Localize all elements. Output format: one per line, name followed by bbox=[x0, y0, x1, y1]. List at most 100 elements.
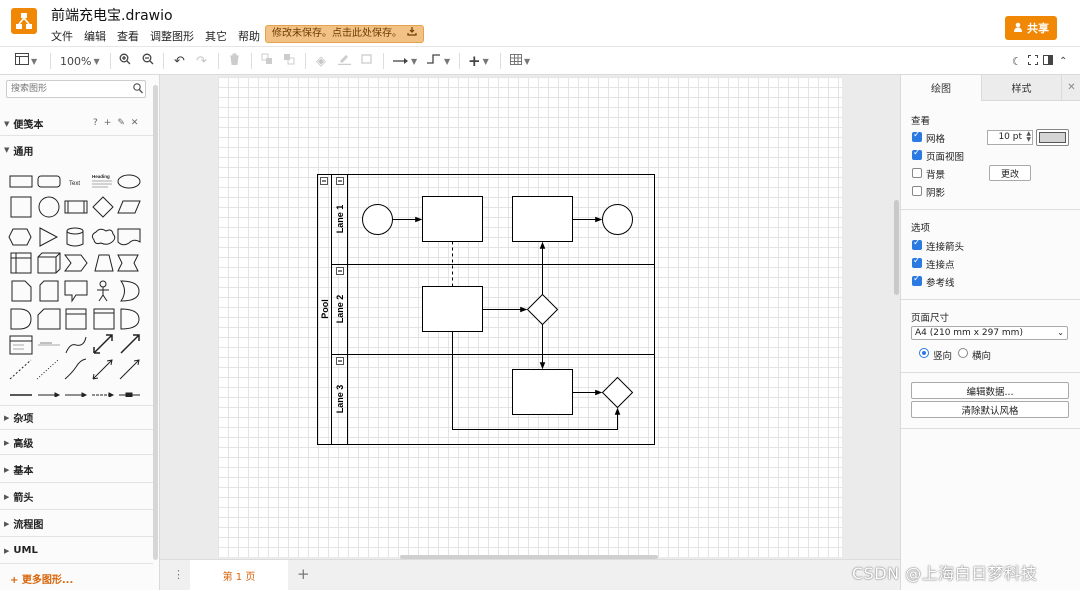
diagram-canvas[interactable]: Pool Lane 1 Lane 2 Lane 3 bbox=[160, 75, 900, 559]
callout-shape[interactable] bbox=[64, 280, 88, 303]
general-shapes-palette[interactable]: Text Heading bbox=[6, 167, 146, 397]
format-panel-toggle-button[interactable]: ▼ bbox=[15, 53, 37, 69]
dashed-line-shape[interactable] bbox=[9, 359, 32, 380]
menu-view[interactable]: 查看 bbox=[117, 30, 139, 43]
process-shape[interactable] bbox=[64, 200, 88, 214]
end-event[interactable] bbox=[602, 204, 633, 235]
share-button[interactable]: 共享 bbox=[1005, 16, 1057, 40]
page-size-select[interactable]: A4 (210 mm x 297 mm) ⌄ bbox=[911, 326, 1068, 340]
line-color-button[interactable] bbox=[338, 53, 351, 69]
sidebar-section-misc[interactable]: ▶杂项 bbox=[0, 405, 153, 430]
curve-shape[interactable] bbox=[65, 336, 87, 354]
menu-help[interactable]: 帮助 bbox=[238, 30, 260, 43]
collapse-lane-icon[interactable] bbox=[336, 267, 344, 275]
shadow-button[interactable] bbox=[361, 53, 373, 69]
tape-shape[interactable] bbox=[117, 254, 139, 272]
to-front-button[interactable] bbox=[261, 53, 273, 69]
add-page-icon[interactable]: + bbox=[297, 565, 310, 583]
step-shape[interactable] bbox=[64, 254, 88, 272]
connection-arrows-checkbox[interactable] bbox=[912, 238, 922, 250]
canvas-horizontal-scrollbar[interactable] bbox=[400, 555, 658, 559]
sidebar-section-advanced[interactable]: ▶高级 bbox=[0, 431, 153, 455]
cloud-shape[interactable] bbox=[91, 228, 116, 245]
grid-checkbox[interactable] bbox=[912, 130, 922, 142]
connection-style-button[interactable]: ▼ bbox=[393, 53, 417, 69]
shape-search[interactable] bbox=[6, 80, 146, 98]
help-icon[interactable]: ? bbox=[93, 118, 98, 128]
background-checkbox[interactable] bbox=[912, 168, 922, 178]
actor-shape[interactable] bbox=[97, 280, 109, 302]
curved-line-shape[interactable] bbox=[64, 358, 87, 380]
directional-connector-shape[interactable] bbox=[119, 359, 140, 380]
sidebar-section-flowchart[interactable]: ▶流程图 bbox=[0, 511, 153, 537]
sidebar-section-uml[interactable]: ▶UML bbox=[0, 538, 153, 564]
collapse-pool-icon[interactable] bbox=[320, 177, 328, 185]
connector-arrow[interactable] bbox=[452, 331, 621, 430]
unsaved-changes-button[interactable]: 修改未保存。点击此处保存。 bbox=[265, 25, 424, 43]
menu-arrange[interactable]: 调整图形 bbox=[150, 30, 194, 43]
edit-icon[interactable]: ✎ bbox=[117, 118, 125, 128]
delete-button[interactable] bbox=[229, 53, 240, 69]
text-shape[interactable]: Text bbox=[69, 181, 80, 187]
entity-relation-shape[interactable] bbox=[119, 392, 140, 397]
page-grid[interactable]: Pool Lane 1 Lane 2 Lane 3 bbox=[218, 77, 842, 557]
page-menu-icon[interactable]: ⋮ bbox=[173, 568, 184, 581]
canvas-vertical-scrollbar[interactable] bbox=[894, 200, 899, 295]
gateway-diamond[interactable] bbox=[601, 376, 634, 409]
heading-shape[interactable]: Heading bbox=[92, 174, 112, 188]
stepper-icon[interactable]: ▲▼ bbox=[1026, 130, 1031, 143]
scratchpad-section[interactable]: ▼ 便笺本 ? + ✎ ✕ bbox=[0, 112, 153, 136]
task-box[interactable] bbox=[422, 196, 483, 242]
delay-shape[interactable] bbox=[10, 308, 32, 330]
insert-button[interactable]: +▼ bbox=[468, 52, 489, 70]
hexagon-shape[interactable] bbox=[8, 228, 32, 246]
card-left-shape[interactable] bbox=[37, 308, 61, 330]
sidebar-scrollbar[interactable] bbox=[153, 85, 158, 560]
undo-button[interactable]: ↶ bbox=[174, 53, 185, 69]
list-shape[interactable] bbox=[9, 335, 33, 355]
zoom-dropdown[interactable]: 100%▼ bbox=[60, 53, 100, 69]
bidirectional-connector-shape[interactable] bbox=[92, 359, 113, 380]
trapezoid-shape[interactable] bbox=[94, 254, 114, 272]
container-shape[interactable] bbox=[65, 308, 87, 330]
internal-storage-shape[interactable] bbox=[10, 252, 32, 274]
dotted-line-shape[interactable] bbox=[36, 359, 59, 380]
menu-extras[interactable]: 其它 bbox=[205, 30, 227, 43]
diamond-shape[interactable] bbox=[92, 196, 114, 218]
change-background-button[interactable]: 更改 bbox=[989, 165, 1031, 181]
start-event[interactable] bbox=[362, 204, 393, 235]
search-input[interactable] bbox=[11, 82, 126, 96]
document-title[interactable]: 前端充电宝.drawio bbox=[51, 8, 173, 24]
search-icon[interactable] bbox=[133, 83, 143, 97]
list-item-shape[interactable] bbox=[38, 342, 60, 346]
task-box[interactable] bbox=[512, 369, 573, 415]
close-icon[interactable]: ✕ bbox=[130, 118, 139, 128]
to-back-button[interactable] bbox=[283, 53, 295, 69]
connector-arrow-shape[interactable] bbox=[38, 392, 61, 397]
menu-edit[interactable]: 编辑 bbox=[84, 30, 106, 43]
tab-diagram[interactable]: 绘图 bbox=[901, 75, 981, 101]
bidirectional-arrow-shape[interactable] bbox=[93, 334, 113, 354]
collapse-lane-icon[interactable] bbox=[336, 357, 344, 365]
ellipse-shape[interactable] bbox=[117, 174, 141, 189]
page-view-checkbox[interactable] bbox=[912, 148, 922, 160]
table-button[interactable]: ▼ bbox=[510, 53, 530, 69]
collapse-toolbar-button[interactable]: ⌃ bbox=[1059, 53, 1067, 69]
rectangle-shape[interactable] bbox=[9, 175, 33, 188]
tab-style[interactable]: 样式 bbox=[981, 75, 1061, 101]
guides-checkbox[interactable] bbox=[912, 274, 922, 286]
rounded-rectangle-shape[interactable] bbox=[37, 175, 61, 188]
zoom-out-button[interactable] bbox=[142, 53, 154, 69]
edit-data-button[interactable]: 编辑数据... bbox=[911, 382, 1069, 399]
grid-color-button[interactable] bbox=[1036, 129, 1069, 146]
data-storage-shape[interactable] bbox=[120, 308, 140, 330]
more-shapes-button[interactable]: + 更多图形... bbox=[10, 571, 73, 586]
landscape-radio[interactable] bbox=[958, 348, 968, 358]
menu-file[interactable]: 文件 bbox=[51, 30, 73, 43]
sidebar-section-arrows[interactable]: ▶箭头 bbox=[0, 484, 153, 510]
zoom-in-button[interactable] bbox=[119, 53, 131, 69]
close-panel-button[interactable]: ✕ bbox=[1061, 75, 1080, 101]
swimlane-shape[interactable] bbox=[93, 308, 115, 330]
dark-mode-button[interactable]: ☾ bbox=[1012, 53, 1022, 69]
parallelogram-shape[interactable] bbox=[117, 200, 141, 214]
